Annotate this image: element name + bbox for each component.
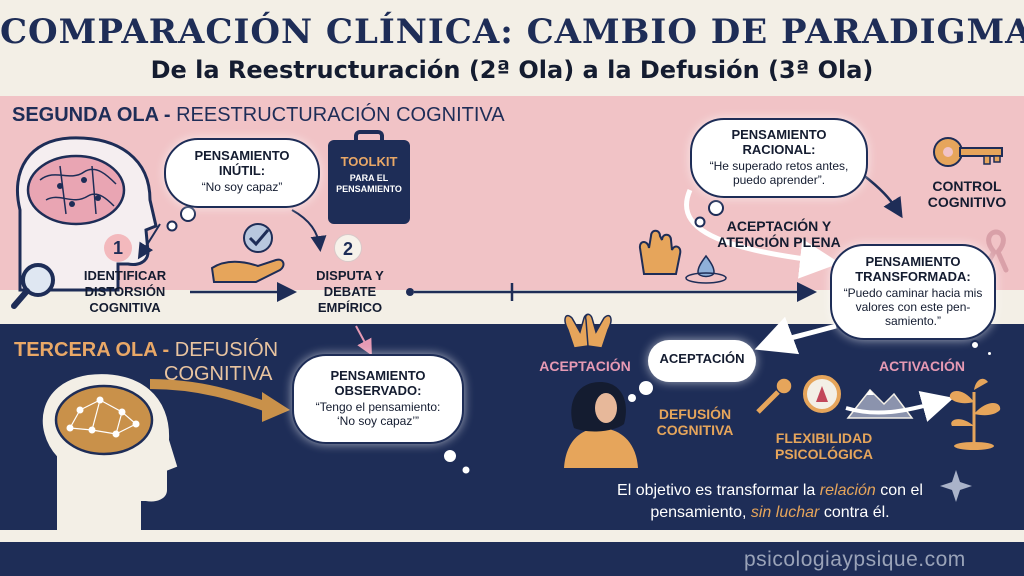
page-subtitle: De la Reestructuración (2ª Ola) a la Def… <box>150 56 874 84</box>
transformed-thought-bubble: PENSAMIENTO TRANSFORMADA: “Puedo caminar… <box>830 244 996 340</box>
step2-line-3: EMPÍRICO <box>317 300 383 315</box>
sprout-icon <box>949 378 1001 450</box>
person-icon <box>564 382 638 468</box>
compass-icon <box>803 375 841 413</box>
observed-thought-bubble: PENSAMIENTO OBSERVADO: “Tengo el pensami… <box>292 354 464 444</box>
acceptance-bubble-text: ACEPTACIÓN <box>659 351 745 366</box>
third-wave-title-light-2: COGNITIVA <box>164 363 273 385</box>
acceptance-bubble: ACEPTACIÓN <box>648 340 756 382</box>
rational-thought-title-2: RACIONAL: <box>742 142 816 157</box>
flexibility-line-2: PSICOLÓGICA <box>774 446 873 462</box>
website-watermark: psicologiaypsique.com <box>744 548 966 571</box>
step2-line-1: DISPUTA Y <box>316 268 384 283</box>
page-title: COMPARACIÓN CLÍNICA: CAMBIO DE PARADIGMA <box>0 12 1024 52</box>
open-hands-icon <box>564 313 612 349</box>
second-wave-title-light: REESTRUCTURACIÓN COGNITIVA <box>176 104 505 126</box>
third-wave-title-light-1: DEFUSIÓN <box>174 339 279 361</box>
acceptance-mindfulness-label: ACEPTACIÓN Y ATENCIÓN PLENA <box>704 218 854 250</box>
rational-thought-title-1: PENSAMIENTO <box>731 127 827 142</box>
cognitive-control-line-1: CONTROL <box>932 178 1002 194</box>
goal-part-2: con el <box>880 482 923 499</box>
activation-label: ACTIVACIÓN <box>878 358 966 374</box>
toolkit-line-1: PARA EL <box>349 173 389 183</box>
raised-hand-icon <box>638 229 682 275</box>
second-wave-title-bold: SEGUNDA OLA - <box>12 104 171 126</box>
step-number-1: 1 <box>104 234 132 262</box>
step-dispute-debate: DISPUTA Y DEBATE EMPÍRICO <box>290 268 410 316</box>
step2-line-2: DEBATE <box>323 284 377 299</box>
acceptance-mindfulness-line-1: ACEPTACIÓN Y <box>726 218 832 234</box>
transformed-thought-quote-2: valores con este pen- <box>855 300 971 314</box>
checkmark-hand-icon <box>210 223 285 283</box>
second-wave-title: SEGUNDA OLA - REESTRUCTURACIÓN COGNITIVA <box>12 104 505 127</box>
observed-thought-quote-1: “Tengo el pensamiento: <box>315 400 441 414</box>
observed-thought-title-2: OBSERVADO: <box>334 383 422 398</box>
acceptance-mindfulness-line-2: ATENCIÓN PLENA <box>717 234 841 250</box>
step1-line-3: COGNITIVA <box>89 300 161 315</box>
key-small-icon <box>756 377 793 414</box>
magnifier-icon <box>11 263 55 309</box>
footer-band <box>0 542 1024 576</box>
defusion-line-1: DEFUSIÓN <box>658 406 732 422</box>
third-wave-title-bold: TERCERA OLA - <box>14 339 170 361</box>
unhelpful-thought-quote: “No soy capaz” <box>201 180 283 194</box>
acceptance-label: ACEPTACIÓN <box>539 358 631 374</box>
goal-emphasis-no-struggle: sin luchar <box>750 504 820 521</box>
psychological-flexibility-label: FLEXIBILIDAD PSICOLÓGICA <box>756 430 892 462</box>
goal-emphasis-relation: relación <box>819 482 876 499</box>
key-icon <box>933 137 1003 167</box>
unhelpful-thought-bubble: PENSAMIENTO INÚTIL: “No soy capaz” <box>164 138 320 208</box>
transformed-thought-title-2: TRANSFORMADA: <box>855 269 971 284</box>
bubble-tail-dot <box>986 350 993 357</box>
third-wave-band <box>0 324 1024 530</box>
toolkit-icon: TOOLKIT PARA EL PENSAMIENTO <box>328 130 410 224</box>
transformed-thought-title-1: PENSAMIENTO <box>865 254 961 269</box>
goal-part-4: contra él. <box>823 504 890 521</box>
unhelpful-thought-title-1: PENSAMIENTO <box>194 148 290 163</box>
rational-thought-bubble: PENSAMIENTO RACIONAL: “He superado retos… <box>690 118 868 198</box>
rational-thought-quote-2: puedo aprender”. <box>732 173 826 187</box>
goal-statement: El objetivo es transformar la relación c… <box>570 480 970 524</box>
sparkle-icon <box>940 470 972 502</box>
transformed-thought-quote-3: samiento.” <box>884 314 942 328</box>
toolkit-line-2: PENSAMIENTO <box>336 184 402 194</box>
observed-thought-title-1: PENSAMIENTO <box>330 368 426 383</box>
cognitive-control-line-2: COGNITIVO <box>927 194 1007 210</box>
bottom-divider-strip <box>0 530 1024 542</box>
step1-line-1: IDENTIFICAR <box>83 268 167 283</box>
water-drop-icon <box>685 254 727 284</box>
unhelpful-thought-title-2: INÚTIL: <box>218 163 266 178</box>
toolkit-title: TOOLKIT <box>340 154 398 169</box>
toolkit-handle <box>354 130 384 142</box>
goal-part-3: pensamiento, <box>650 504 747 521</box>
goal-part-1: El objetivo es transformar la <box>617 482 816 499</box>
step-identify-distortion: IDENTIFICAR DISTORSIÓN COGNITIVA <box>60 268 190 316</box>
cognitive-control-label: CONTROL COGNITIVO <box>912 178 1022 210</box>
brain-golden-icon <box>54 384 154 456</box>
brain-icon <box>26 154 126 226</box>
transformed-thought-quote-1: “Puedo caminar hacia mis <box>843 286 983 300</box>
third-wave-title: TERCERA OLA - DEFUSIÓN COGNITIVA <box>14 338 278 386</box>
defusion-line-2: COGNITIVA <box>656 422 734 438</box>
step-number-2: 2 <box>334 234 362 262</box>
observed-thought-quote-2: ‘No soy capaz’” <box>336 414 420 428</box>
rational-thought-quote-1: “He superado retos antes, <box>709 159 849 173</box>
header-background <box>0 0 1024 96</box>
defusion-label: DEFUSIÓN COGNITIVA <box>640 406 750 438</box>
flexibility-line-1: FLEXIBILIDAD <box>775 430 873 446</box>
step1-line-2: DISTORSIÓN <box>84 284 166 299</box>
bubble-tail-dot <box>970 340 980 350</box>
